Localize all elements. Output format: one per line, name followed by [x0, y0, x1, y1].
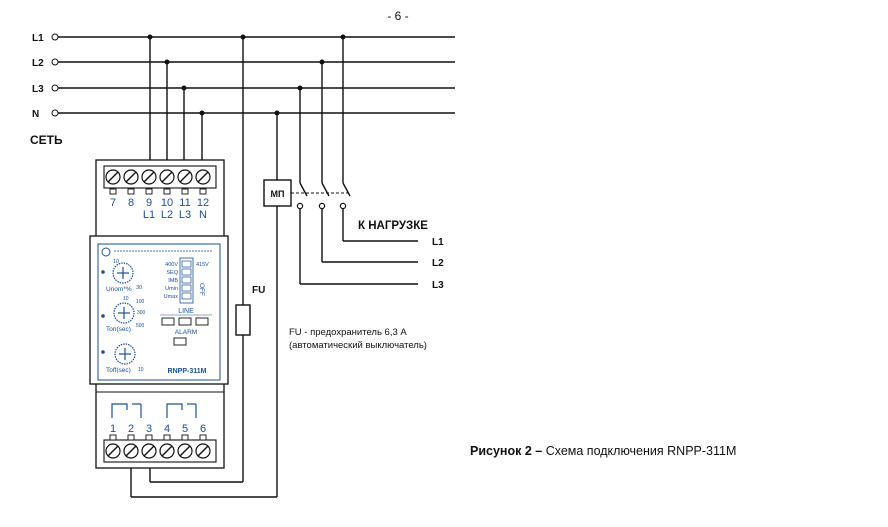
switch-415v: 415V — [196, 262, 209, 268]
terminal-11: 11 — [179, 197, 190, 209]
bottom-terminal-screws — [105, 443, 211, 459]
led-1-icon — [101, 270, 105, 274]
fuse-circuit: FU — [149, 37, 265, 483]
brand-logo-icon — [101, 247, 111, 257]
contactor-contacts — [296, 37, 418, 285]
caption-bold: Рисунок 2 – — [470, 444, 542, 458]
alarm-led-icon — [173, 337, 187, 346]
terminal-3: 3 — [146, 423, 152, 435]
terminal-12: 12 — [197, 197, 209, 209]
line-label-l2: L2 — [32, 58, 44, 69]
terminal-2: 2 — [128, 423, 134, 435]
fuse-note-line1: FU - предохранитель 6,3 А — [289, 327, 407, 338]
switch-off: OFF — [198, 283, 205, 296]
page-number: - 6 - — [387, 9, 408, 23]
terminal-1: 1 — [110, 423, 116, 435]
knob2-label: Ton(sec) — [106, 326, 131, 333]
phase-n: N — [199, 209, 207, 221]
switch-umax: Umax — [164, 294, 179, 300]
coil-circuit: МП — [130, 113, 350, 498]
load-line-l2: L2 — [432, 258, 444, 269]
terminal-10: 10 — [161, 197, 173, 209]
line-label-l1: L1 — [32, 33, 44, 44]
fuse-label: FU — [252, 285, 265, 296]
alarm-label: ALARM — [175, 329, 197, 336]
knob2-tick-10: 10 — [123, 296, 129, 302]
panel-header — [101, 247, 212, 257]
contactor-label: МП — [271, 189, 285, 199]
knob2-tick-300: 300 — [137, 310, 146, 316]
phase-l3: L3 — [179, 209, 191, 221]
knob-unom[interactable] — [112, 262, 134, 284]
knob1-tick-10: 10 — [113, 259, 119, 265]
led-2-icon — [101, 314, 105, 318]
line-label-l3: L3 — [32, 84, 44, 95]
switch-umin: Umin — [165, 286, 178, 292]
relay-device: 7 8 9 10 11 12 L1 L2 L3 N 10 30 Unom*% — [89, 159, 229, 469]
fuse — [235, 304, 251, 336]
terminal-5: 5 — [182, 423, 188, 435]
load-title: К НАГРУЗКЕ — [358, 220, 428, 232]
line-indicator-label: LINE — [178, 308, 194, 315]
terminal-6: 6 — [200, 423, 206, 435]
phase-l1: L1 — [143, 209, 155, 221]
knob1-tick-30: 30 — [136, 285, 142, 291]
dip-switches[interactable] — [179, 257, 194, 304]
caption-text: Схема подключения RNPP-311M — [542, 444, 736, 458]
top-terminal-slots — [109, 188, 207, 195]
switch-400v: 400V — [165, 262, 178, 268]
load-block: К НАГРУЗКЕ L1 L2 L3 — [358, 220, 444, 291]
led-3-icon — [101, 350, 105, 354]
line-led-3-icon — [195, 317, 209, 326]
terminal-9: 9 — [146, 197, 152, 209]
phase-l2: L2 — [161, 209, 173, 221]
terminal-7: 7 — [110, 197, 116, 209]
knob-toff[interactable] — [114, 343, 136, 365]
device-model: RNPP-311M — [168, 368, 207, 375]
switch-seq: SEQ — [166, 270, 178, 276]
load-line-l1: L1 — [432, 237, 444, 248]
switch-imb: IMB — [168, 278, 178, 284]
top-terminal-screws — [105, 169, 211, 185]
line-led-1-icon — [161, 317, 175, 326]
knob3-label: Toff(sec) — [106, 367, 131, 374]
knob1-label: Unom*% — [106, 286, 132, 293]
figure-caption: Рисунок 2 – Схема подключения RNPP-311M — [470, 444, 736, 458]
terminal-8: 8 — [128, 197, 134, 209]
load-line-l3: L3 — [432, 280, 444, 291]
line-led-2-icon — [178, 317, 192, 326]
relay-contact-symbols — [111, 403, 197, 418]
bottom-terminal-slots — [109, 434, 207, 441]
device-feed-wires — [149, 37, 203, 170]
line-label-n: N — [32, 109, 39, 120]
knob-ton[interactable] — [113, 302, 135, 324]
junctions — [147, 34, 346, 116]
terminal-4: 4 — [164, 423, 170, 435]
knob2-tick-100: 100 — [136, 299, 145, 305]
knob2-tick-500: 500 — [136, 323, 145, 329]
network-lines: L1 L2 L3 N СЕТЬ — [30, 33, 455, 147]
knob3-tick-10: 10 — [138, 367, 144, 373]
fuse-note-line2: (автоматический выключатель) — [289, 340, 427, 351]
network-label: СЕТЬ — [30, 133, 63, 147]
